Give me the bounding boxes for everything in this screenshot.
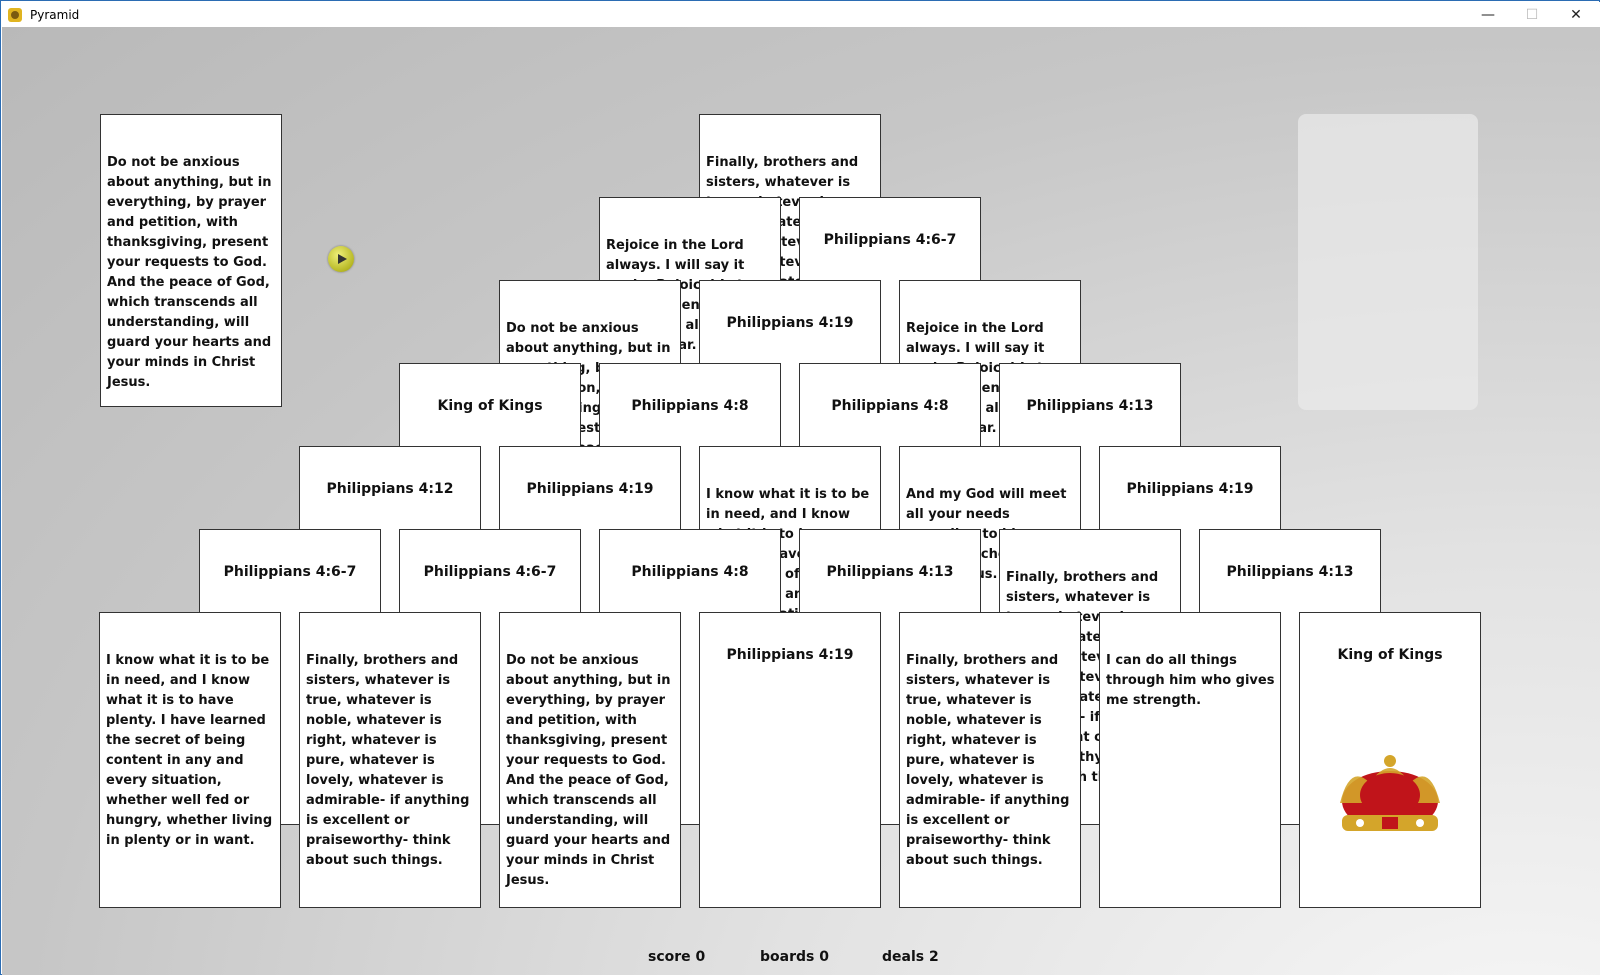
card-reference: Philippians 4:13 <box>826 564 954 580</box>
score-label: score 0 <box>648 949 706 965</box>
card-reference: Philippians 4:19 <box>526 481 654 497</box>
pyramid-card[interactable]: King of Kings <box>1299 612 1481 908</box>
close-button[interactable]: ✕ <box>1570 6 1582 23</box>
card-reference: Philippians 4:6-7 <box>823 232 957 248</box>
pyramid-card[interactable]: Do not be anxious about anything, but in… <box>499 612 681 908</box>
waste-pile-slot[interactable] <box>1298 114 1478 410</box>
card-reference: Philippians 4:8 <box>631 564 749 580</box>
card-verse-text: I can do all things through him who give… <box>1106 653 1275 708</box>
play-icon <box>337 254 347 264</box>
card-verse-text: Finally, brothers and sisters, whatever … <box>906 653 1070 868</box>
card-reference: Philippians 4:8 <box>631 398 749 414</box>
card-reference: King of Kings <box>437 398 543 414</box>
card-reference: Philippians 4:13 <box>1226 564 1354 580</box>
card-reference: Philippians 4:13 <box>1026 398 1154 414</box>
stock-card-text: Do not be anxious about anything, but in… <box>107 155 272 390</box>
card-verse-text: Finally, brothers and sisters, whatever … <box>306 653 470 868</box>
minimize-button[interactable]: — <box>1481 6 1495 23</box>
card-reference: King of Kings <box>1337 647 1443 663</box>
game-table: Do not be anxious about anything, but in… <box>2 27 1600 975</box>
card-reference: Philippians 4:6-7 <box>423 564 557 580</box>
stock-card[interactable]: Do not be anxious about anything, but in… <box>100 114 282 407</box>
card-reference: Philippians 4:12 <box>326 481 454 497</box>
window-title: Pyramid <box>30 7 80 22</box>
maximize-button: ☐ <box>1525 6 1539 23</box>
crown-icon <box>1340 755 1440 831</box>
pyramid-card[interactable]: I can do all things through him who give… <box>1099 612 1281 908</box>
card-reference: Philippians 4:19 <box>726 647 854 663</box>
card-reference: Philippians 4:6-7 <box>223 564 357 580</box>
pyramid-card[interactable]: Philippians 4:19 <box>699 612 881 908</box>
pyramid-app-icon <box>8 7 22 22</box>
pyramid-card[interactable]: Finally, brothers and sisters, whatever … <box>899 612 1081 908</box>
deal-button[interactable] <box>328 246 354 272</box>
card-reference: Philippians 4:19 <box>726 315 854 331</box>
deals-label: deals 2 <box>882 949 939 965</box>
status-bar: score 0 boards 0 deals 2 <box>2 949 1600 975</box>
title-bar: Pyramid — ☐ ✕ <box>2 2 1600 27</box>
pyramid-card[interactable]: Finally, brothers and sisters, whatever … <box>299 612 481 908</box>
card-verse-text: I know what it is to be in need, and I k… <box>106 653 273 848</box>
card-reference: Philippians 4:19 <box>1126 481 1254 497</box>
card-reference: Philippians 4:8 <box>831 398 949 414</box>
pyramid-card[interactable]: I know what it is to be in need, and I k… <box>99 612 281 908</box>
boards-label: boards 0 <box>760 949 829 965</box>
card-verse-text: Do not be anxious about anything, but in… <box>506 653 671 888</box>
